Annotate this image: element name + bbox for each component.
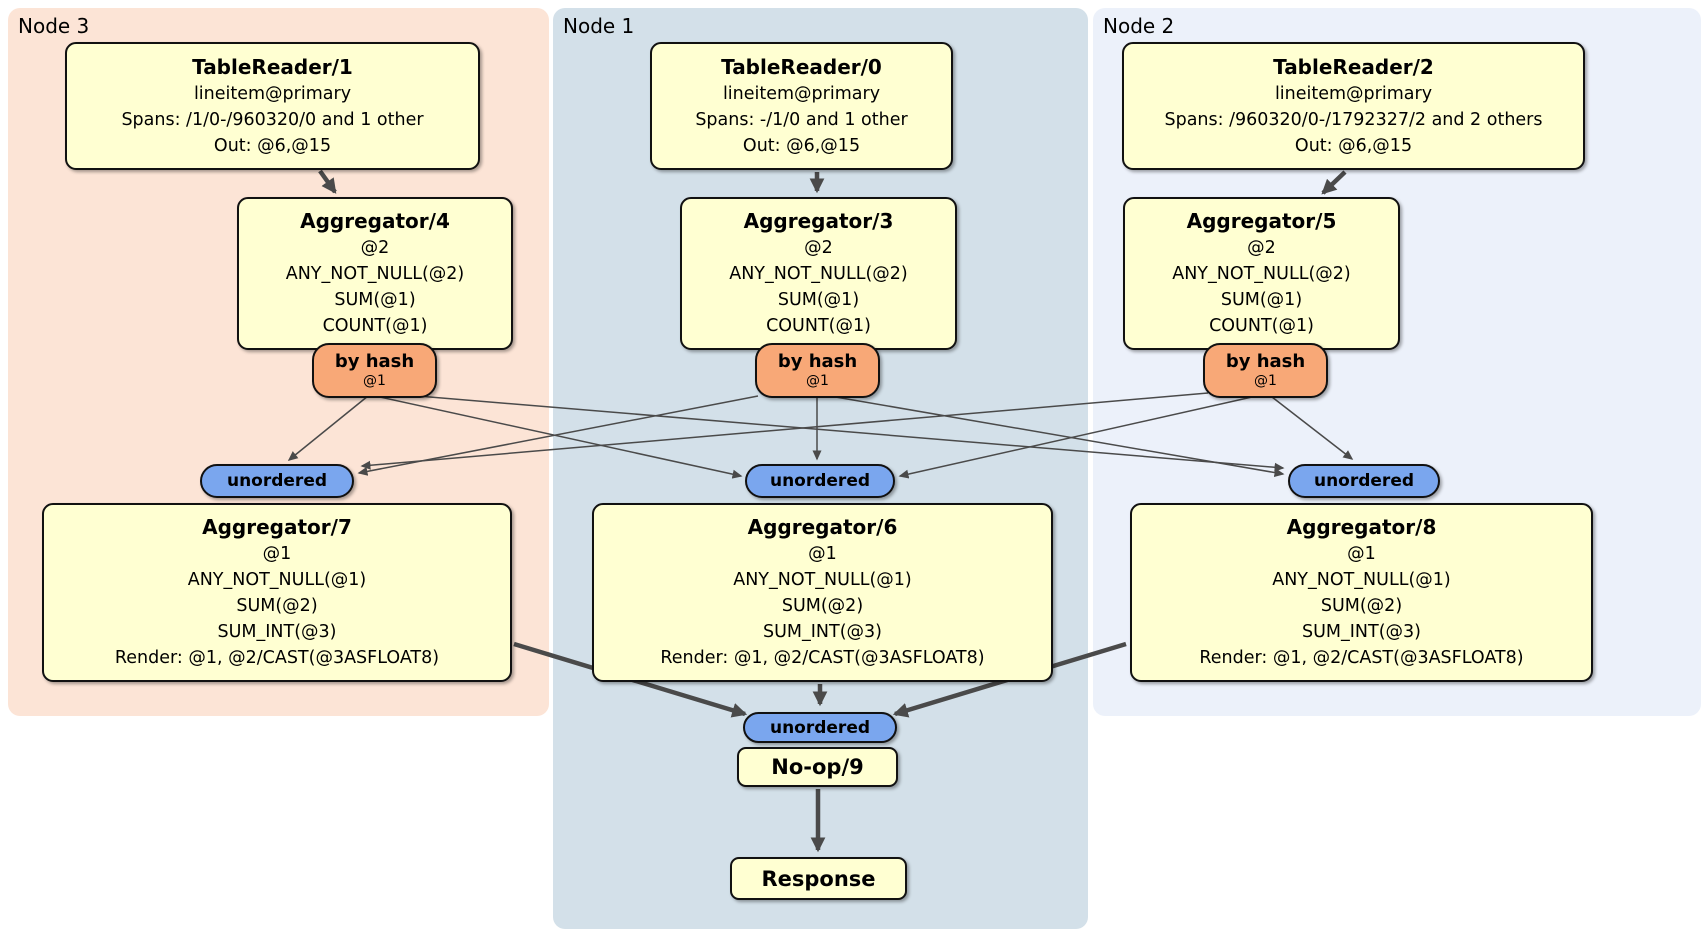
processor-title: Aggregator/8 [1286, 515, 1437, 539]
processor-tablereader-1: TableReader/1 lineitem@primary Spans: /1… [65, 42, 480, 170]
processor-line: @2 [1247, 238, 1276, 258]
sync-unordered-8: unordered [1288, 464, 1440, 498]
processor-title: Aggregator/7 [202, 515, 352, 539]
processor-title: Aggregator/6 [747, 515, 898, 539]
processor-render-line: Render: @1, @2/CAST(@3ASFLOAT8) [660, 648, 985, 668]
processor-spans: Spans: /960320/0-/1792327/2 and 2 others [1164, 109, 1543, 130]
processor-aggregator-8: Aggregator/8 @1 ANY_NOT_NULL(@1) SUM(@2)… [1130, 503, 1593, 682]
router-label: by hash [1225, 351, 1306, 372]
router-byhash-5: by hash @1 [1203, 343, 1328, 398]
processor-response: Response [730, 857, 907, 900]
processor-line: SUM_INT(@3) [217, 622, 337, 642]
edge-byhash3-to-unordered8 [823, 394, 1285, 477]
processor-line: @1 [262, 544, 292, 564]
processor-out: Out: @6,@15 [213, 135, 332, 156]
edge-byhash5-to-unordered7 [360, 392, 1209, 470]
processor-line: SUM(@2) [236, 596, 318, 616]
processor-line: SUM(@1) [334, 290, 416, 310]
sync-unordered-6: unordered [745, 464, 895, 498]
processor-spans: Spans: /1/0-/960320/0 and 1 other [121, 109, 424, 130]
processor-line: ANY_NOT_NULL(@1) [1272, 570, 1451, 590]
router-detail: @1 [806, 373, 829, 389]
processor-line: @1 [1347, 544, 1376, 564]
router-detail: @1 [1254, 373, 1277, 389]
processor-aggregator-5: Aggregator/5 @2 ANY_NOT_NULL(@2) SUM(@1)… [1123, 197, 1400, 350]
processor-title: Response [761, 866, 876, 891]
processor-noop-9: No-op/9 [737, 747, 898, 787]
sync-label: unordered [226, 471, 328, 491]
edge-byhash4-to-unordered7 [287, 395, 369, 461]
processor-aggregator-7: Aggregator/7 @1 ANY_NOT_NULL(@1) SUM(@2)… [42, 503, 512, 682]
processor-title: TableReader/2 [1273, 54, 1434, 79]
processor-title: Aggregator/3 [743, 209, 894, 233]
processor-render-line: Render: @1, @2/CAST(@3ASFLOAT8) [1199, 648, 1524, 668]
processor-title: TableReader/0 [721, 54, 882, 79]
sync-label: unordered [1313, 471, 1415, 491]
router-byhash-4: by hash @1 [312, 343, 437, 398]
processor-out: Out: @6,@15 [1294, 135, 1413, 156]
processor-line: COUNT(@1) [766, 316, 871, 336]
processor-aggregator-6: Aggregator/6 @1 ANY_NOT_NULL(@1) SUM(@2)… [592, 503, 1053, 682]
processor-aggregator-3: Aggregator/3 @2 ANY_NOT_NULL(@2) SUM(@1)… [680, 197, 957, 350]
router-byhash-3: by hash @1 [755, 343, 880, 398]
router-detail: @1 [363, 373, 386, 389]
processor-line: @1 [808, 544, 837, 564]
processor-line: ANY_NOT_NULL(@2) [1172, 264, 1351, 284]
processor-line: COUNT(@1) [1209, 316, 1314, 336]
processor-line: ANY_NOT_NULL(@1) [733, 570, 912, 590]
processor-line: SUM_INT(@3) [1302, 622, 1421, 642]
processor-title: TableReader/1 [192, 54, 353, 79]
sync-label: unordered [769, 717, 871, 738]
processor-aggregator-4: Aggregator/4 @2 ANY_NOT_NULL(@2) SUM(@1)… [237, 197, 513, 350]
group-node3-label: Node 3 [18, 14, 90, 38]
processor-line: ANY_NOT_NULL(@2) [285, 264, 465, 284]
processor-render-line: Render: @1, @2/CAST(@3ASFLOAT8) [114, 648, 440, 668]
processor-line: @2 [804, 238, 833, 258]
router-label: by hash [777, 351, 858, 372]
processor-line: COUNT(@1) [322, 316, 428, 336]
processor-title: No-op/9 [771, 755, 864, 779]
edge-tablereader1-to-aggregator4 [318, 169, 337, 194]
processor-out: Out: @6,@15 [742, 135, 861, 156]
processor-line: SUM_INT(@3) [763, 622, 882, 642]
processor-line: SUM(@2) [781, 596, 864, 616]
processor-line: @2 [360, 238, 390, 258]
router-label: by hash [334, 351, 415, 372]
processor-line: SUM(@2) [1320, 596, 1403, 616]
edge-byhash5-to-unordered6 [898, 396, 1253, 479]
edge-byhash4-to-unordered6 [379, 396, 743, 479]
processor-title: Aggregator/4 [300, 209, 450, 233]
sync-unordered-9: unordered [743, 712, 897, 743]
processor-line: SUM(@1) [777, 290, 860, 310]
group-node1-label: Node 1 [563, 14, 635, 38]
group-node2-label: Node 2 [1103, 14, 1175, 38]
processor-line: ANY_NOT_NULL(@1) [187, 570, 367, 590]
processor-line: SUM(@1) [1220, 290, 1303, 310]
sync-unordered-7: unordered [200, 464, 354, 498]
edge-byhash5-to-unordered8 [1271, 396, 1354, 460]
processor-index: lineitem@primary [722, 83, 881, 104]
edge-tablereader2-to-aggregator5 [1321, 170, 1347, 195]
sync-label: unordered [769, 471, 871, 491]
processor-spans: Spans: -/1/0 and 1 other [695, 109, 908, 130]
processor-line: ANY_NOT_NULL(@2) [729, 264, 908, 284]
edge-byhash4-to-unordered8 [381, 392, 1285, 472]
processor-index: lineitem@primary [193, 83, 352, 104]
processor-tablereader-0: TableReader/0 lineitem@primary Spans: -/… [650, 42, 953, 170]
processor-index: lineitem@primary [1274, 83, 1433, 104]
processor-tablereader-2: TableReader/2 lineitem@primary Spans: /9… [1122, 42, 1585, 170]
processor-title: Aggregator/5 [1186, 209, 1337, 233]
